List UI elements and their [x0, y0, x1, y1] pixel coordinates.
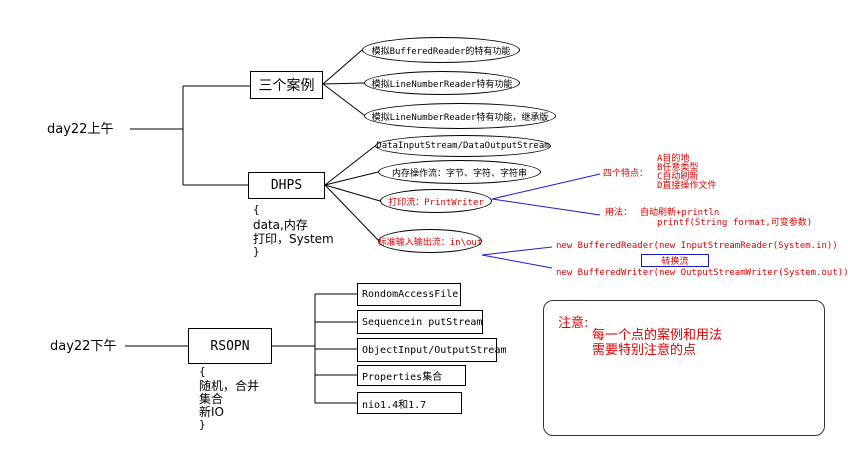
rsopn-item-properties[interactable]: Properties集合	[357, 365, 466, 386]
feature-b: B任意类型	[657, 163, 699, 173]
rsopn-brace-open: {	[199, 365, 206, 378]
dhps-brace-open: {	[253, 203, 260, 216]
rsopn-note-1: 随机，合并	[199, 379, 260, 393]
rsopn-item-sequence[interactable]: Sequencein putStream	[357, 310, 483, 334]
note-title: 注意:	[558, 316, 589, 331]
features-label: 四个特点：	[603, 169, 649, 179]
feature-a: A目的地	[657, 154, 690, 164]
rsopn-note-2: 集合	[199, 392, 224, 406]
convert-stream-box: 转换流	[641, 254, 709, 267]
convert-stream-label: 转换流	[661, 257, 689, 267]
dhps-item-print-stream[interactable]: 打印流：PrintWriter	[380, 189, 492, 213]
feature-c: C自动刷新	[657, 172, 699, 182]
dhps-item-data-stream[interactable]: DataInputStream/DataOutputStream	[375, 135, 551, 157]
note-box	[543, 300, 825, 436]
note-line-2: 需要特别注意的点	[592, 343, 697, 358]
dhps-item-std-stream[interactable]: 标准输入输出流：in\out	[378, 229, 482, 253]
rsopn-item-nio[interactable]: nio1.4和1.7	[357, 392, 462, 414]
usage-label: 用法：	[605, 208, 633, 218]
rsopn-node[interactable]: RSOPN	[188, 328, 272, 364]
three-cases-node[interactable]: 三个案例	[250, 71, 323, 99]
usage-line-1: 自动刷新+println	[640, 208, 720, 218]
feature-d: D直接操作文件	[657, 181, 717, 191]
dhps-note-1: data,内存	[253, 218, 308, 232]
std-writer-code: new BufferedWriter(new OutputStreamWrite…	[556, 268, 848, 278]
rsopn-note-3: 新IO	[199, 405, 224, 419]
case-item-3[interactable]: 模拟LineNumberReader特有功能，继承版	[364, 103, 556, 129]
root-afternoon-label: day22下午	[50, 339, 117, 354]
dhps-item-memory-stream[interactable]: 内存操作流：字节、字符、字符串	[378, 160, 541, 184]
rsopn-item-object-stream[interactable]: ObjectInput/OutputStream	[357, 338, 507, 362]
dhps-brace-close: }	[253, 245, 260, 258]
three-cases-label: 三个案例	[258, 78, 315, 94]
dhps-label: DHPS	[270, 178, 303, 193]
rsopn-brace-close: }	[199, 418, 206, 431]
dhps-note-2: 打印，System	[253, 232, 334, 246]
dhps-node[interactable]: DHPS	[248, 172, 325, 199]
note-line-1: 每一个点的案例和用法	[592, 328, 723, 343]
rsopn-label: RSOPN	[210, 338, 250, 354]
case-item-1[interactable]: 模拟BufferedReader的特有功能	[362, 37, 520, 63]
usage-line-2: printf(String format,可变参数)	[657, 218, 813, 228]
rsopn-item-random-access[interactable]: RondomAccessFile	[357, 283, 461, 306]
root-morning-label: day22上午	[47, 122, 114, 137]
std-reader-code: new BufferedReader(new InputStreamReader…	[556, 241, 838, 251]
case-item-2[interactable]: 模拟LineNumberReader特有功能	[364, 71, 520, 95]
